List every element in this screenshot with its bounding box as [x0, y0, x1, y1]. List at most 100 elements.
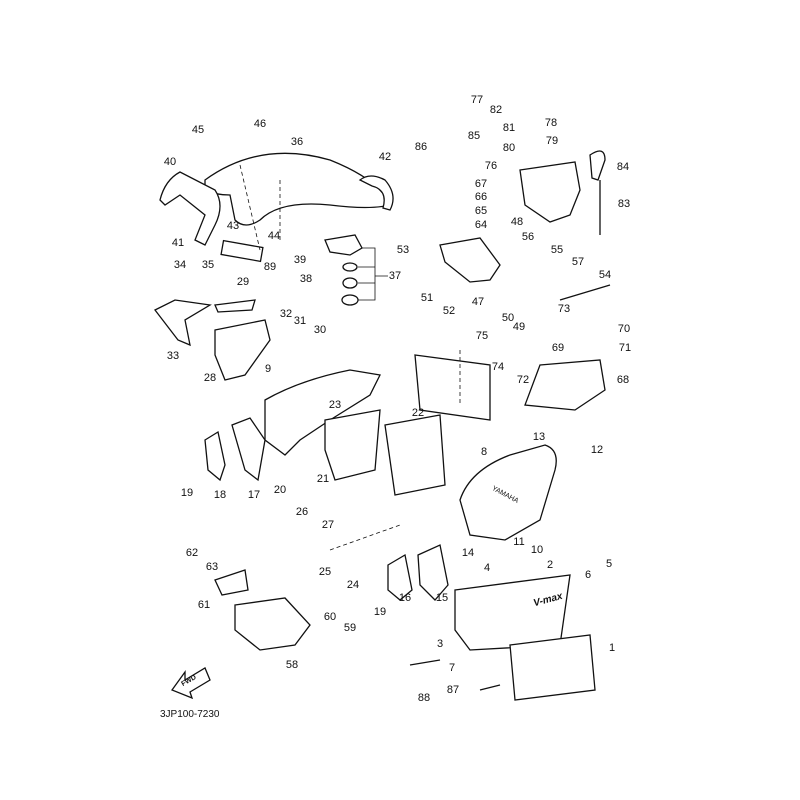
part-number-label: 3: [436, 638, 444, 650]
part-61: [214, 569, 249, 596]
part-number-label: 53: [396, 244, 410, 256]
part-number-label: 27: [321, 519, 335, 531]
part-28: [214, 319, 271, 381]
part-number-label: 64: [474, 219, 488, 231]
part-shaft-54: [559, 284, 611, 301]
part-number-label: 61: [197, 599, 211, 611]
part-number-label: 69: [551, 342, 565, 354]
part-number-label: 47: [471, 296, 485, 308]
part-bracket-58: [234, 597, 311, 651]
part-number-label: 20: [273, 484, 287, 496]
part-spring: [342, 277, 358, 289]
part-number-label: 76: [484, 160, 498, 172]
part-number-label: 70: [617, 323, 631, 335]
part-number-label: 74: [491, 361, 505, 373]
part-collar: [341, 294, 359, 306]
part-number-label: 29: [236, 276, 250, 288]
part-grab-rail-left: [159, 171, 221, 246]
part-number-label: 16: [398, 592, 412, 604]
part-number-label: 57: [571, 256, 585, 268]
part-number-label: 59: [343, 622, 357, 634]
part-seat-cowl: [204, 152, 391, 226]
drawing-code: 3JP100-7230: [160, 709, 220, 720]
part-number-label: 39: [293, 254, 307, 266]
part-number-label: 15: [435, 592, 449, 604]
part-battery-box: [414, 354, 491, 421]
part-number-label: 50: [501, 312, 515, 324]
part-16: [387, 553, 413, 601]
part-plate-23: [324, 409, 381, 481]
part-number-label: 38: [299, 273, 313, 285]
part-15: [417, 544, 449, 601]
part-number-label: 41: [171, 237, 185, 249]
part-number-label: 42: [378, 151, 392, 163]
part-88: [409, 659, 441, 666]
part-number-label: 55: [550, 244, 564, 256]
part-number-label: 43: [226, 220, 240, 232]
part-number-label: 83: [617, 198, 631, 210]
part-cover-8: [459, 444, 557, 541]
part-number-label: 72: [516, 374, 530, 386]
part-number-label: 31: [293, 315, 307, 327]
part-bracket-47: [439, 237, 501, 283]
part-number-label: 6: [584, 569, 592, 581]
part-number-label: 60: [323, 611, 337, 623]
part-number-label: 2: [546, 559, 554, 571]
part-number-label: 65: [474, 205, 488, 217]
part-number-label: 5: [605, 558, 613, 570]
part-number-label: 24: [346, 579, 360, 591]
part-number-label: 80: [502, 142, 516, 154]
part-number-label: 4: [483, 562, 491, 574]
part-number-label: 81: [502, 122, 516, 134]
part-number-label: 8: [480, 446, 488, 458]
part-number-label: 46: [253, 118, 267, 130]
part-number-label: 10: [530, 544, 544, 556]
part-number-label: 12: [590, 444, 604, 456]
part-number-label: 54: [598, 269, 612, 281]
part-number-label: 7: [448, 662, 456, 674]
part-87: [479, 684, 501, 691]
part-plate-22: [384, 414, 446, 496]
part-number-label: 86: [414, 141, 428, 153]
part-number-label: 35: [201, 259, 215, 271]
part-number-label: 77: [470, 94, 484, 106]
part-number-label: 56: [521, 231, 535, 243]
part-number-label: 44: [267, 230, 281, 242]
part-number-label: 1: [608, 642, 616, 654]
part-number-label: 48: [510, 216, 524, 228]
part-plate-89: [220, 239, 264, 263]
part-number-label: 51: [420, 292, 434, 304]
part-reservoir-tank: [519, 161, 581, 223]
part-number-label: 62: [185, 547, 199, 559]
part-number-label: 23: [328, 399, 342, 411]
part-number-label: 21: [316, 473, 330, 485]
part-number-label: 19: [373, 606, 387, 618]
part-number-label: 58: [285, 659, 299, 671]
part-side-cover-1: [509, 634, 596, 701]
part-number-label: 82: [489, 104, 503, 116]
part-number-label: 89: [263, 261, 277, 273]
part-number-label: 78: [544, 117, 558, 129]
part-number-label: 11: [513, 536, 525, 548]
part-number-label: 33: [166, 350, 180, 362]
part-number-label: 30: [313, 324, 327, 336]
part-number-label: 26: [295, 506, 309, 518]
part-number-label: 66: [474, 191, 488, 203]
part-side-cover-9: [264, 369, 381, 456]
part-number-label: 63: [205, 561, 219, 573]
part-29: [214, 299, 256, 313]
part-side-cover-3: [454, 574, 571, 651]
part-number-label: 87: [446, 684, 460, 696]
part-number-label: 73: [557, 303, 571, 315]
part-number-label: 68: [616, 374, 630, 386]
part-18: [204, 430, 226, 482]
part-number-label: 52: [442, 305, 456, 317]
part-number-label: 18: [213, 489, 227, 501]
part-number-label: 25: [318, 566, 332, 578]
part-number-label: 84: [616, 161, 630, 173]
part-number-label: 40: [163, 156, 177, 168]
part-33: [154, 299, 212, 347]
part-number-label: 75: [475, 330, 489, 342]
part-number-label: 28: [203, 372, 217, 384]
